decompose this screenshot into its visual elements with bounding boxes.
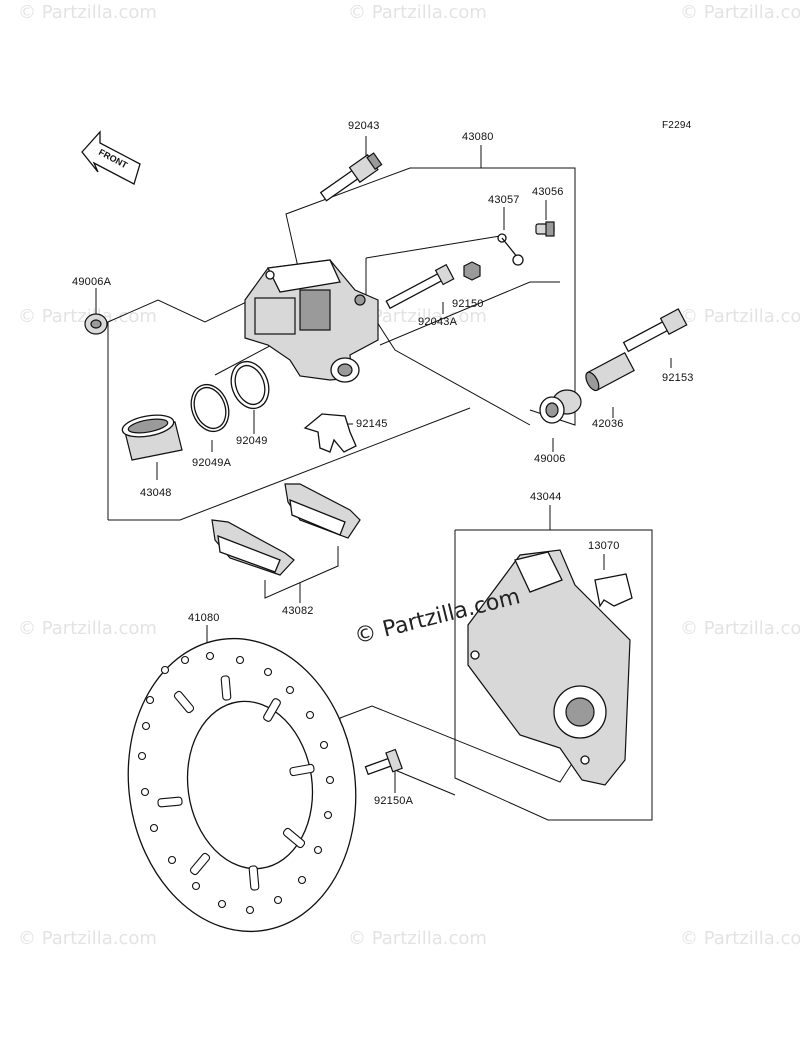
- part-label-92153: 92153: [662, 372, 694, 384]
- part-label-42036: 42036: [592, 418, 624, 430]
- part-label-92150A: 92150A: [374, 795, 414, 807]
- watermark: © Partzilla.com: [18, 928, 157, 949]
- brake-pad-rear: [211, 519, 295, 576]
- nut-92150: [463, 261, 481, 281]
- part-label-92150: 92150: [452, 298, 484, 310]
- part-label-43057: 43057: [488, 194, 520, 206]
- front-arrow-icon: FRONT: [81, 130, 141, 185]
- watermark: © Partzilla.com: [348, 306, 487, 327]
- figure-code: F2294: [662, 120, 692, 131]
- seal-92049: [230, 360, 270, 410]
- pin-92043A: [385, 263, 455, 310]
- sleeve-42036: [585, 352, 635, 392]
- watermark: © Partzilla.com: [680, 306, 800, 327]
- caliper-bracket-43044: [467, 549, 631, 786]
- part-label-41080: 41080: [188, 612, 220, 624]
- brake-pad-front: [284, 483, 361, 539]
- boot-49006A: [84, 313, 108, 335]
- watermark: © Partzilla.com: [18, 618, 157, 639]
- watermark: © Partzilla.com: [18, 306, 157, 327]
- watermark: © Partzilla.com: [348, 2, 487, 23]
- watermark: © Partzilla.com: [18, 2, 157, 23]
- part-label-43044: 43044: [530, 491, 562, 503]
- part-label-92049: 92049: [236, 435, 268, 447]
- watermark: © Partzilla.com: [680, 928, 800, 949]
- assembly-outline-lines: [95, 136, 672, 821]
- part-label-92043A: 92043A: [418, 316, 458, 328]
- watermark: © Partzilla.com: [680, 2, 800, 23]
- bolt-92043: [319, 152, 383, 202]
- bolt-92150A: [364, 748, 403, 776]
- part-label-92043: 92043: [348, 120, 380, 132]
- brake-rotor-41080: [127, 637, 357, 933]
- part-label-49006: 49006: [534, 453, 566, 465]
- part-label-49006A: 49006A: [72, 276, 112, 288]
- part-label-43080: 43080: [462, 131, 494, 143]
- part-label-43048: 43048: [140, 487, 172, 499]
- part-label-13070: 13070: [588, 540, 620, 552]
- watermark: © Partzilla.com: [680, 618, 800, 639]
- spring-92145: [303, 413, 357, 453]
- caliper-body: [244, 259, 379, 383]
- part-label-92049A: 92049A: [192, 457, 232, 469]
- lever-43057: [497, 233, 524, 266]
- watermark: © Partzilla.com: [348, 928, 487, 949]
- bleeder-43056: [535, 221, 555, 237]
- bolt-92153: [622, 308, 688, 353]
- part-label-43082: 43082: [282, 605, 314, 617]
- piston-43048: [121, 414, 183, 461]
- seal-92049A: [190, 383, 230, 433]
- part-label-92145: 92145: [356, 418, 388, 430]
- part-label-43056: 43056: [532, 186, 564, 198]
- clip-13070: [594, 573, 633, 608]
- boot-49006: [539, 389, 582, 424]
